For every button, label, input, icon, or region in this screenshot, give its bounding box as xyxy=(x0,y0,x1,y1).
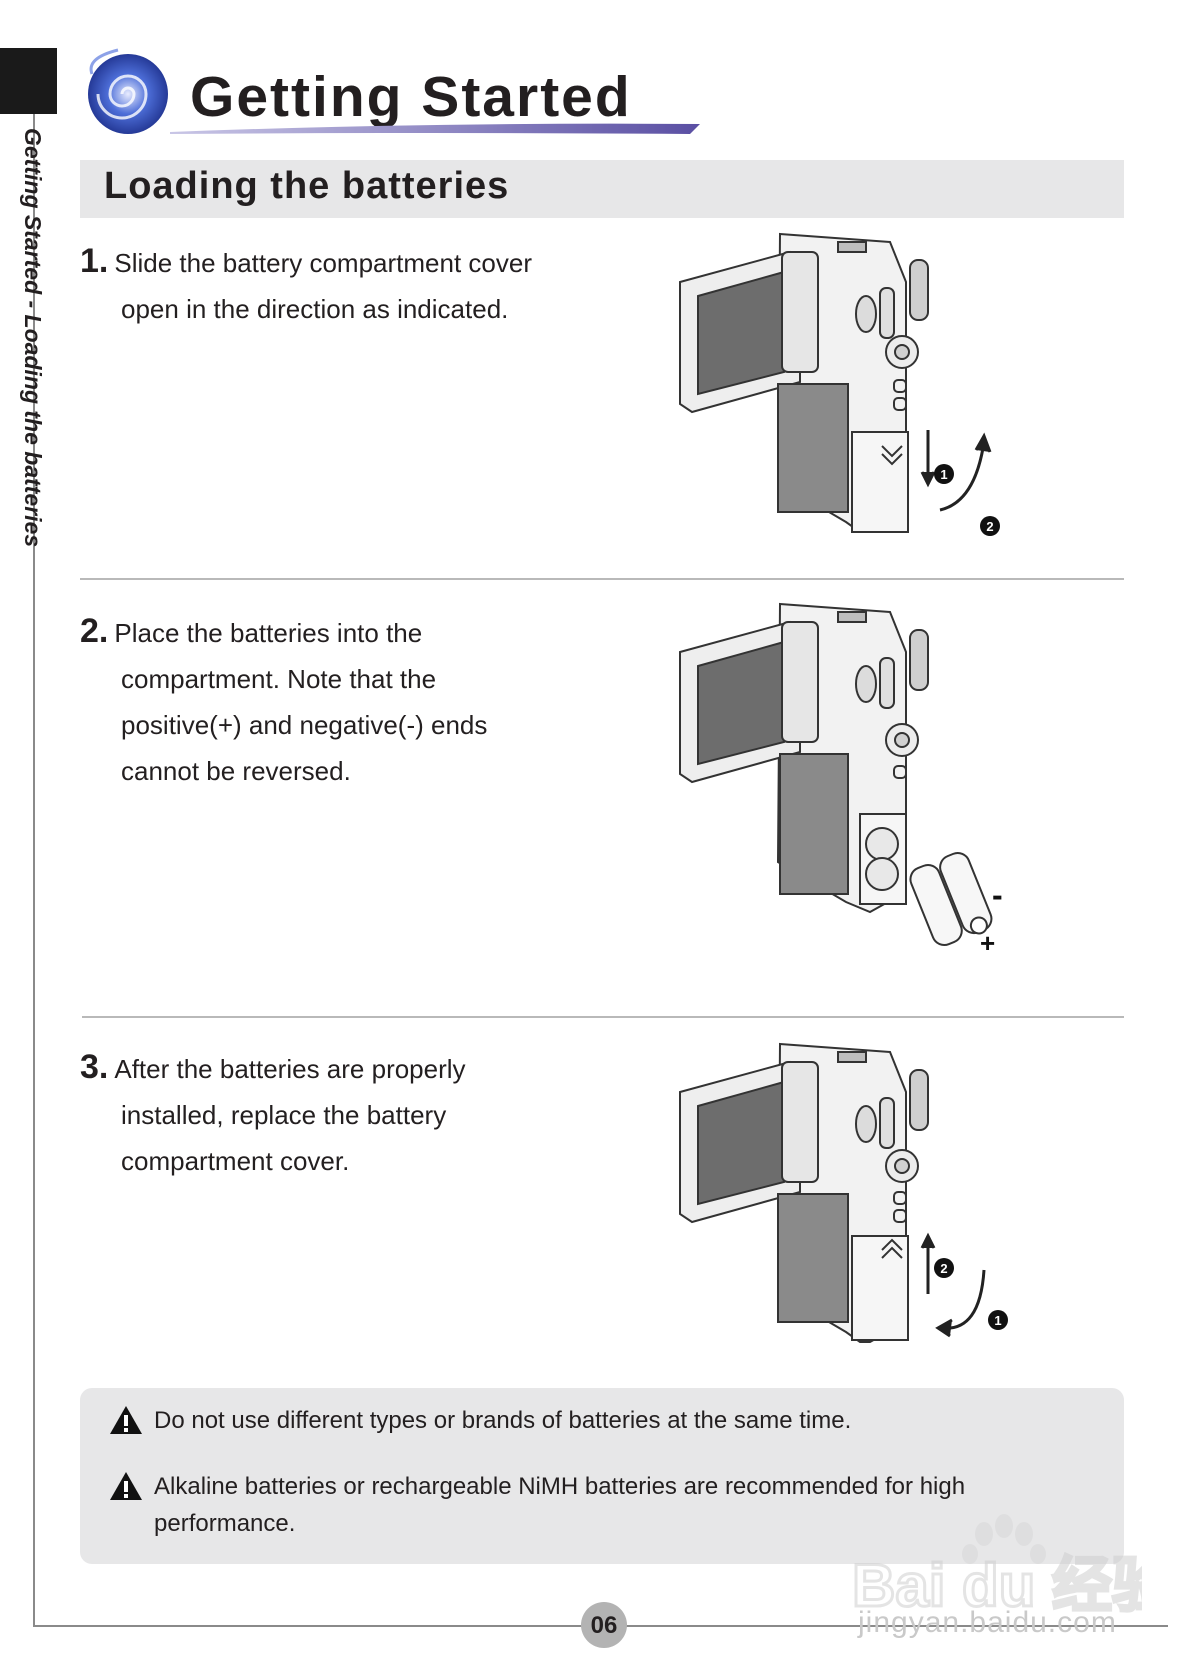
swirl-logo-icon xyxy=(88,48,168,134)
left-margin-rule xyxy=(33,114,35,1626)
caution-note: Do not use different types or brands of … xyxy=(108,1402,1048,1439)
step-text-line: installed, replace the battery xyxy=(121,1100,447,1130)
baidu-watermark-logo: Bai du 经验 xyxy=(852,1514,1142,1621)
step-text-line: compartment. Note that the xyxy=(121,664,437,694)
section-divider xyxy=(80,578,1124,580)
battery-negative-mark: - xyxy=(992,877,1003,913)
caution-note: Alkaline batteries or rechargeable NiMH … xyxy=(108,1468,1048,1542)
step-text-line: Place the batteries into the xyxy=(114,618,423,648)
page-number-badge xyxy=(581,1602,627,1648)
step-3: 3.After the batteries are properly insta… xyxy=(80,1044,640,1184)
battery-positive-mark: + xyxy=(980,928,995,958)
arrow-label-2: 2 xyxy=(940,1261,947,1276)
warning-icon xyxy=(110,1406,142,1434)
camcorder-close-cover-illustration: 2 1 xyxy=(679,1042,1008,1343)
caution-note-text: Alkaline batteries or rechargeable NiMH … xyxy=(154,1473,966,1537)
section-title: Loading the batteries xyxy=(104,165,510,207)
step-text-line: After the batteries are properly xyxy=(114,1054,466,1084)
step-2: 2.Place the batteries into the compartme… xyxy=(80,608,640,794)
arrow-label-1: 1 xyxy=(994,1313,1001,1328)
camcorder-battery-insert-illustration: - + xyxy=(679,602,1003,958)
arrow-label-1: 1 xyxy=(940,467,947,482)
page-header-title: Getting Started xyxy=(190,65,632,129)
step-text-line: open in the direction as indicated. xyxy=(121,294,509,324)
watermark-url: jingyan.baidu.com xyxy=(858,1606,1117,1639)
step-1: 1.Slide the battery compartment cover op… xyxy=(80,238,640,332)
corner-tab-block xyxy=(0,48,57,114)
camcorder-open-cover-illustration: 1 2 xyxy=(679,232,1000,536)
step-number: 1. xyxy=(80,242,109,280)
step-text-line: positive(+) and negative(-) ends xyxy=(121,710,488,740)
step-number: 3. xyxy=(80,1048,109,1086)
caution-note-text: Do not use different types or brands of … xyxy=(154,1407,852,1434)
section-title-band xyxy=(80,160,1124,218)
step-text-line: cannot be reversed. xyxy=(121,756,351,786)
step-number: 2. xyxy=(80,612,109,650)
warning-icon xyxy=(110,1472,142,1500)
caution-notes-box xyxy=(80,1388,1124,1564)
step-text-line: Slide the battery compartment cover xyxy=(114,248,532,278)
arrow-label-2: 2 xyxy=(986,519,993,534)
section-divider xyxy=(82,1016,1124,1018)
header-underline-swoosh xyxy=(170,123,700,134)
side-chapter-label: Getting Started - Loading the batteries xyxy=(20,128,46,548)
step-text-line: compartment cover. xyxy=(121,1146,350,1176)
page-number: 06 xyxy=(590,1612,618,1639)
watermark-brand: Bai du 经验 xyxy=(852,1552,1142,1619)
